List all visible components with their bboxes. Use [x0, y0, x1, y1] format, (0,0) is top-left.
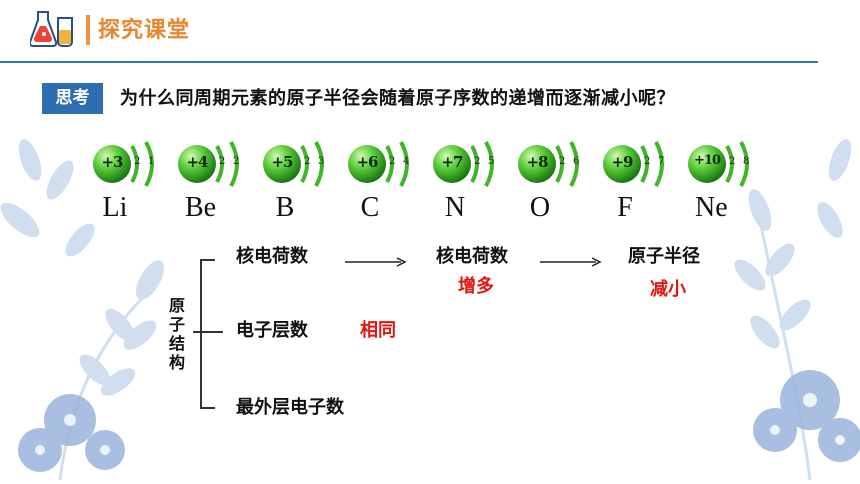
element-symbol: B [275, 192, 295, 223]
shell-1-electrons: 2 [474, 156, 481, 167]
shell-2-electrons: 7 [658, 156, 665, 167]
shell-1-electrons: 2 [304, 156, 311, 167]
flow-atomic-radius: 原子半径 [628, 246, 700, 267]
effect-same: 相同 [360, 320, 396, 341]
nuclear-charge: +5 [271, 153, 293, 171]
atom-sphere-icon [433, 141, 494, 187]
structure-vertical-label: 原子结构 [168, 296, 185, 372]
decorative-leaves-left-icon [0, 139, 164, 481]
nuclear-charge: +3 [101, 153, 123, 171]
flow-nuclear-charge: 核电荷数 [436, 246, 508, 267]
nuclear-charge: +8 [526, 153, 548, 171]
effect-increase: 增多 [458, 276, 494, 297]
shell-2-electrons: 4 [403, 156, 410, 167]
shell-1-electrons: 2 [134, 156, 141, 167]
element-symbol: Be [185, 192, 217, 223]
decorative-leaves-right-icon [734, 139, 860, 481]
atom-sphere-icon [348, 141, 409, 187]
shell-2-electrons: 3 [318, 156, 325, 167]
shell-1-electrons: 2 [559, 156, 566, 167]
structure-bracket [193, 259, 223, 409]
atom-sphere-icon [518, 141, 579, 187]
arrow-1 [345, 257, 407, 267]
nuclear-charge: +9 [611, 153, 633, 171]
atom-sphere-icon [178, 141, 239, 187]
shell-1-electrons: 2 [389, 156, 396, 167]
shell-2-electrons: 1 [148, 156, 155, 167]
nuclear-charge: +4 [186, 153, 208, 171]
atom-sphere-icon [603, 141, 664, 187]
shell-2-electrons: 8 [743, 156, 750, 167]
element-symbol: F [617, 192, 633, 223]
row-nuclear-charge: 核电荷数 [236, 246, 308, 267]
atom-sphere-icon [263, 141, 324, 187]
think-badge: 思考 [42, 83, 103, 114]
header-divider [0, 61, 818, 63]
shell-1-electrons: 2 [219, 156, 226, 167]
question-text: 为什么同周期元素的原子半径会随着原子序数的递增而逐渐减小呢？ [120, 88, 675, 109]
flask-beaker-icon [30, 11, 73, 47]
element-symbol: Li [102, 192, 128, 223]
shell-2-electrons: 5 [488, 156, 495, 167]
element-symbol: Ne [695, 192, 728, 223]
shell-2-electrons: 2 [233, 156, 240, 167]
element-symbol: C [360, 192, 380, 223]
nuclear-charge: +10 [694, 153, 721, 168]
row-outer-electrons: 最外层电子数 [236, 397, 344, 418]
shell-2-electrons: 6 [573, 156, 580, 167]
shell-1-electrons: 2 [644, 156, 651, 167]
effect-decrease: 减小 [650, 279, 686, 300]
row-electron-shells: 电子层数 [236, 320, 308, 341]
element-symbol: N [444, 192, 466, 223]
nuclear-charge: +7 [441, 153, 463, 171]
nuclear-charge: +6 [356, 153, 378, 171]
section-title: 探究课堂 [98, 18, 191, 43]
atom-sphere-icon [93, 141, 154, 187]
header-accent-bar [86, 15, 90, 45]
atom-sphere-icon [688, 141, 749, 187]
arrow-2 [540, 257, 602, 267]
shell-1-electrons: 2 [729, 156, 736, 167]
element-symbol: O [529, 192, 551, 223]
